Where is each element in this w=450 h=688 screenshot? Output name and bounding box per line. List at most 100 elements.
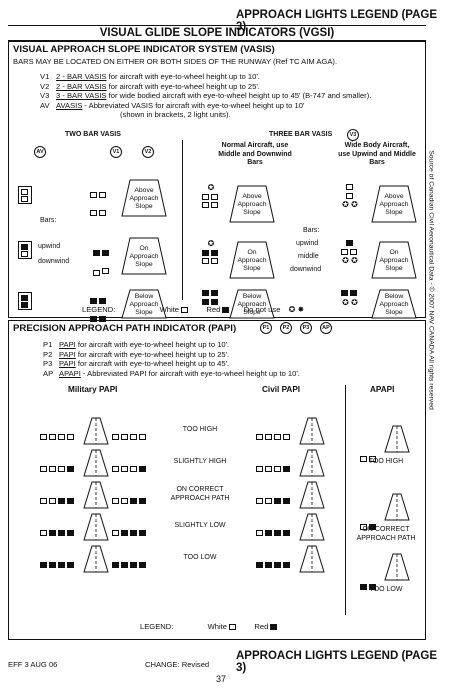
civil-runway-shape bbox=[298, 544, 326, 574]
upwind-label-two: upwind bbox=[38, 243, 61, 250]
two-bar-on-lights bbox=[93, 244, 117, 280]
civil-lights bbox=[256, 524, 292, 542]
apapi-runway-shape bbox=[383, 424, 411, 454]
footer-eff: EFF 3 AUG 06 bbox=[8, 660, 58, 669]
papi-row-label: SLIGHTLY HIGH bbox=[173, 458, 227, 465]
slope-two-above: Above Approach Slope bbox=[120, 178, 168, 218]
papi-section bbox=[8, 320, 426, 640]
p3-icon: P3 bbox=[300, 322, 312, 334]
three-wide-above-lights: ✪ ✪ bbox=[335, 184, 365, 211]
normal-aircraft-label: Normal Aircraft, use Middle and Downwind… bbox=[218, 142, 292, 167]
civil-runway-shape bbox=[298, 480, 326, 510]
military-right-lights bbox=[112, 460, 148, 478]
military-runway-shape bbox=[82, 448, 110, 478]
footer-change: CHANGE: Revised bbox=[145, 660, 210, 669]
v1-icon: V1 bbox=[110, 146, 122, 158]
military-right-lights bbox=[112, 524, 148, 542]
p1-icon: P1 bbox=[260, 322, 272, 334]
military-runway-shape bbox=[82, 512, 110, 542]
avasis-bracket-above bbox=[18, 186, 32, 204]
three-normal-on-lights: ✪ bbox=[196, 239, 226, 267]
civil-lights bbox=[256, 460, 292, 478]
three-normal-above-lights: ✪ bbox=[196, 183, 226, 211]
papi-row-label: SLIGHTLY LOW bbox=[174, 522, 226, 529]
papi-row-label: ON CORRECT APPROACH PATH bbox=[170, 486, 230, 502]
military-runway-shape bbox=[82, 416, 110, 446]
downwind-label-three: downwind bbox=[290, 266, 322, 273]
civil-lights bbox=[256, 492, 292, 510]
civil-runway-shape bbox=[298, 448, 326, 478]
military-runway-shape bbox=[82, 480, 110, 510]
military-left-lights bbox=[40, 428, 76, 446]
papi-legend: LEGEND: White Red bbox=[140, 622, 340, 632]
apapi-divider bbox=[345, 385, 346, 615]
military-left-lights bbox=[40, 524, 76, 542]
two-bar-heading: TWO BAR VASIS bbox=[65, 131, 121, 138]
papi-title: PRECISION APPROACH PATH INDICATOR (PAPI) bbox=[13, 323, 237, 334]
bars-label-three: Bars: bbox=[303, 227, 320, 234]
civil-lights bbox=[256, 556, 292, 574]
footer-page-number: 37 bbox=[216, 674, 227, 684]
three-wide-on-lights: ✪ ✪ bbox=[335, 240, 365, 267]
ap-icon: AP bbox=[320, 322, 332, 334]
wide-body-label: Wide Body Aircraft, use Upwind and Middl… bbox=[338, 142, 416, 167]
three-bar-heading: THREE BAR VASIS bbox=[269, 131, 333, 138]
av-icon: AV bbox=[34, 146, 46, 158]
avasis-bracket-on bbox=[18, 241, 32, 259]
middle-label-three: middle bbox=[298, 253, 319, 260]
v2-icon: V2 bbox=[142, 146, 154, 158]
apapi-lights bbox=[360, 518, 378, 536]
military-runway-shape bbox=[82, 544, 110, 574]
apapi-heading: APAPI bbox=[370, 385, 395, 394]
military-right-lights bbox=[112, 556, 148, 574]
avasis-bracket-below bbox=[18, 292, 32, 310]
downwind-label-two: downwind bbox=[38, 258, 70, 265]
source-note-text: Source of Canadian Civil Aeronautical Da… bbox=[427, 150, 435, 410]
v3-icon: V3 bbox=[347, 129, 359, 141]
papi-row-label: TOO HIGH bbox=[182, 426, 218, 433]
upwind-label-three: upwind bbox=[296, 240, 319, 247]
vasis-def-sub: (shown in brackets, 2 light units). bbox=[120, 110, 231, 120]
civil-papi-heading: Civil PAPI bbox=[262, 385, 301, 394]
slope-two-below: Below Approach Slope bbox=[120, 288, 168, 320]
apapi-lights bbox=[360, 578, 378, 596]
slope-three-normal-below: Below Approach Slope bbox=[228, 288, 276, 320]
military-left-lights bbox=[40, 492, 76, 510]
source-note: Source of Canadian Civil Aeronautical Da… bbox=[424, 130, 438, 430]
civil-lights bbox=[256, 428, 292, 446]
military-left-lights bbox=[40, 556, 76, 574]
vasis-section bbox=[8, 41, 426, 318]
page-header-title: APPROACH LIGHTS LEGEND (PAGE 3) bbox=[236, 9, 438, 33]
apapi-runway-shape bbox=[383, 552, 411, 582]
papi-row-label: TOO LOW bbox=[183, 554, 217, 561]
slope-three-normal-above: Above Approach Slope bbox=[228, 184, 276, 224]
vasis-title: VISUAL APPROACH SLOPE INDICATOR SYSTEM (… bbox=[13, 44, 275, 55]
military-right-lights bbox=[112, 428, 148, 446]
p2-icon: P2 bbox=[280, 322, 292, 334]
vasis-divider bbox=[182, 140, 183, 300]
slope-three-wide-on: On Approach Slope bbox=[370, 240, 418, 280]
footer-title: APPROACH LIGHTS LEGEND (PAGE 3) bbox=[236, 650, 438, 674]
apapi-row-label: ON CORRECT APPROACH PATH bbox=[356, 526, 416, 542]
apapi-lights bbox=[360, 450, 378, 468]
slope-three-wide-below: Below Approach Slope bbox=[370, 288, 418, 320]
military-papi-heading: Military PAPI bbox=[68, 385, 118, 394]
slope-three-normal-on: On Approach Slope bbox=[228, 240, 276, 280]
civil-runway-shape bbox=[298, 416, 326, 446]
apapi-runway-shape bbox=[383, 492, 411, 522]
slope-two-on: On Approach Slope bbox=[120, 236, 168, 276]
military-right-lights bbox=[112, 492, 148, 510]
military-left-lights bbox=[40, 460, 76, 478]
apapi-row-label: TOO LOW bbox=[369, 586, 403, 593]
three-normal-below-lights bbox=[196, 290, 226, 307]
slope-three-wide-above: Above Approach Slope bbox=[370, 184, 418, 224]
